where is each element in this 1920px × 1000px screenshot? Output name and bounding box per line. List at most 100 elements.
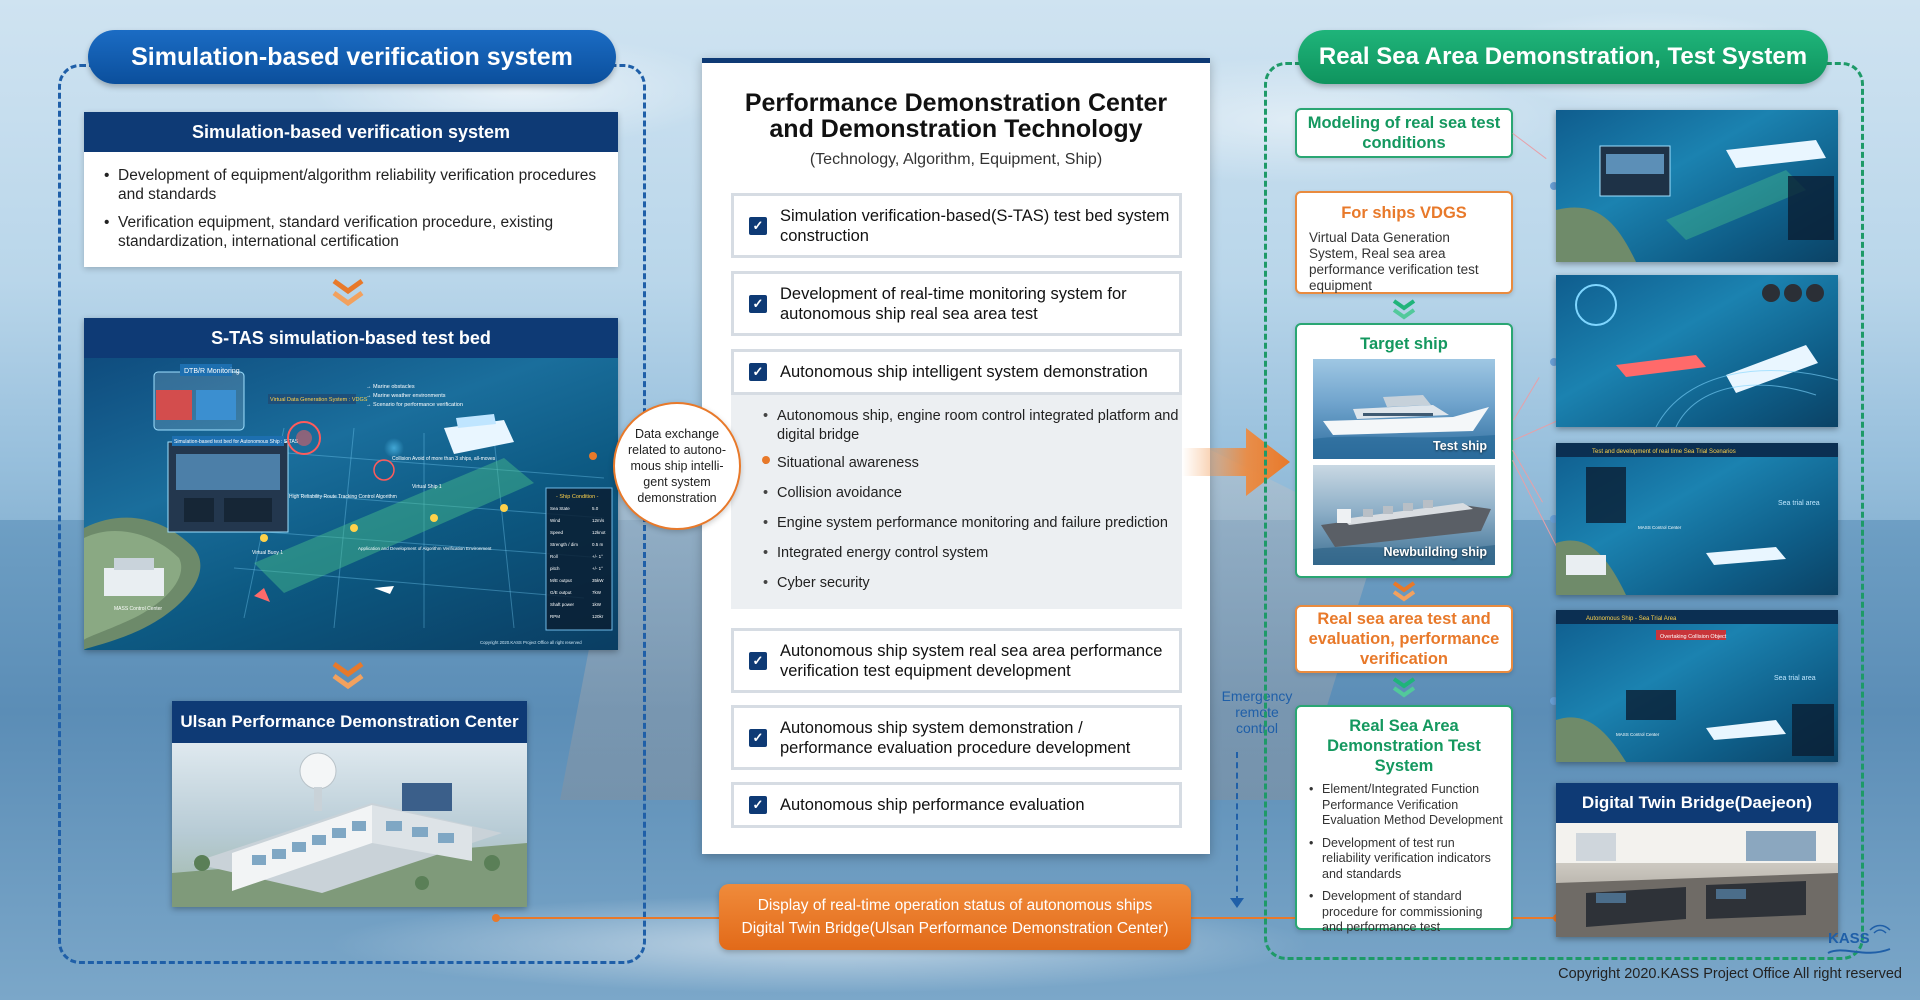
ship-condition-value: 0.5 m: [592, 542, 604, 547]
connector-dot: [1550, 515, 1558, 523]
thumbnail-illustration: Autonomous Ship - Sea Trial Area Overtak…: [1556, 610, 1838, 762]
realsea-evaluation-box: Real sea area test and evaluation, perfo…: [1295, 605, 1513, 673]
route-label: High Reliability Route Tracking Control …: [289, 494, 397, 500]
checklist-item: ✓ Autonomous ship system real sea area p…: [731, 628, 1182, 693]
ship-condition-key: G/E output: [550, 590, 572, 595]
newbuilding-ship-image: Newbuilding ship: [1313, 465, 1495, 565]
emergency-dashed-line: [1236, 752, 1238, 902]
checkbox-icon: ✓: [749, 651, 767, 670]
list-item: Development of test run reliability veri…: [1309, 836, 1503, 883]
digital-twin-daejeon-card: Digital Twin Bridge(Daejeon): [1556, 783, 1838, 937]
sea-test-thumbnail-3: Test and development of real time Sea Tr…: [1556, 443, 1838, 595]
ship-condition-key: Shaft power: [550, 602, 575, 607]
emergency-line3: control: [1235, 720, 1279, 736]
test-ship-image: Test ship: [1313, 359, 1495, 459]
emergency-remote-control-label: Emergency remote control: [1212, 688, 1302, 736]
ship-condition-key: Wind: [550, 518, 561, 523]
demo-heading-line2: Demonstration Test System: [1327, 737, 1481, 775]
arrow-down-icon: [1230, 898, 1244, 908]
digital-twin-daejeon-image: [1556, 823, 1838, 937]
thumbnail-4-area: Sea trial area: [1774, 675, 1816, 682]
chevron-down-icon: [1392, 677, 1416, 698]
thumbnail-3-title: Test and development of real time Sea Tr…: [1592, 449, 1736, 455]
chevron-down-icon: [332, 661, 364, 690]
ship-condition-value: 35kW: [592, 578, 604, 583]
connector-dot: [762, 456, 770, 464]
checklist-item-label: Development of real-time monitoring syst…: [780, 284, 1127, 323]
sea-test-thumbnail-1: [1556, 110, 1838, 262]
copyright-text: Copyright 2020.KASS Project Office All r…: [1558, 966, 1902, 982]
kass-logo-text: KASS: [1828, 930, 1870, 947]
chevron-down-icon: [1392, 581, 1416, 602]
checklist-item-label: Autonomous ship system demonstration / p…: [780, 718, 1131, 757]
connector-line: [496, 917, 719, 919]
checkbox-icon: ✓: [749, 216, 767, 235]
connector-dot: [492, 914, 500, 922]
ship-condition-value: 120kr: [592, 614, 604, 619]
checklist-item: ✓ Autonomous ship performance evaluation: [731, 782, 1182, 828]
simulation-verification-card: Simulation-based verification system Dev…: [84, 112, 618, 267]
virtual-buoy-label: Virtual Buoy 1: [252, 550, 283, 556]
checkbox-icon: ✓: [749, 294, 767, 313]
demo-test-system-box: Real Sea Area Demonstration Test System …: [1295, 705, 1513, 934]
ulsan-center-image: [172, 743, 527, 907]
connector-dot: [1550, 358, 1558, 366]
connector-dot: [1550, 697, 1558, 705]
dtbr-label: DTB/R Monitoring: [184, 368, 240, 375]
list-item: Collision avoidance: [763, 484, 1182, 503]
test-ship-illustration: [1313, 395, 1495, 459]
center-subtitle: (Technology, Algorithm, Equipment, Ship): [809, 151, 1103, 168]
ship-condition-value: 5.0: [592, 506, 599, 511]
checklist-item-label: Autonomous ship system real sea area per…: [780, 641, 1163, 680]
vdgs-box: For ships VDGS Virtual Data Generation S…: [1295, 191, 1513, 294]
center-title-line2: and Demonstration Technology: [769, 115, 1143, 143]
ship-condition-key: Strength / dim: [550, 542, 578, 547]
thumbnail-illustration: Test and development of real time Sea Tr…: [1556, 443, 1838, 595]
stas-testbed-image: DTB/R Monitoring Virtual Data Generation…: [84, 358, 618, 650]
bottom-bar-line1: Display of real-time operation status of…: [757, 897, 1153, 914]
left-section-title: Simulation-based verification system: [88, 30, 616, 84]
demo-test-system-heading: Real Sea Area Demonstration Test System: [1297, 716, 1511, 776]
thumbnail-4-mass: MASS Control Center: [1616, 732, 1660, 737]
checklist-item: ✓ Development of real-time monitoring sy…: [731, 271, 1182, 336]
stas-testbed-card: S-TAS simulation-based test bed: [84, 318, 618, 650]
list-item: Development of equipment/algorithm relia…: [104, 166, 600, 204]
emergency-line1: Emergency: [1221, 688, 1293, 704]
center-panel: Performance Demonstration Center and Dem…: [702, 58, 1210, 854]
checklist-item-label: Simulation verification-based(S-TAS) tes…: [780, 206, 1170, 245]
checkbox-icon: ✓: [749, 728, 767, 747]
ulsan-center-card: Ulsan Performance Demonstration Center: [172, 701, 527, 907]
list-item: Integrated energy control system: [763, 544, 1182, 563]
chevron-down-icon: [1392, 299, 1416, 320]
list-item: Autonomous ship, engine room control int…: [763, 407, 1182, 445]
emergency-line2: remote: [1235, 704, 1279, 720]
scenario-label: → Scenario for performance verification: [366, 402, 463, 408]
ship-condition-key: M/E output: [550, 578, 573, 583]
newbuilding-ship-illustration: [1313, 500, 1495, 565]
vdgs-heading: For ships VDGS: [1341, 204, 1467, 222]
arrow-right-icon: [1182, 428, 1290, 496]
intelligent-system-sublist: Autonomous ship, engine room control int…: [731, 395, 1182, 609]
digital-twin-daejeon-heading: Digital Twin Bridge(Daejeon): [1556, 783, 1838, 823]
thumbnail-3-area: Sea trial area: [1778, 500, 1820, 507]
list-item: Development of standard procedure for co…: [1309, 889, 1503, 936]
ulsan-center-heading: Ulsan Performance Demonstration Center: [172, 701, 527, 743]
ship-condition-key: Roll: [550, 554, 558, 559]
virtual-ship-label: Virtual Ship 1: [412, 484, 442, 490]
thumbnail-illustration: [1556, 140, 1834, 262]
vdgs-description: Virtual Data Generation System, Real sea…: [1309, 230, 1479, 293]
checklist-item-label: Autonomous ship performance evaluation: [780, 796, 1085, 814]
stas-copyright: Copyright 2020.KASS Project Office all r…: [480, 640, 582, 645]
simulation-verification-heading: Simulation-based verification system: [84, 112, 618, 152]
application-label: Application and Development of Algorithm…: [358, 546, 492, 551]
target-ship-box: Target ship Test ship Newbuilding ship: [1295, 323, 1513, 578]
data-exchange-circle: Data exchange related to autono-mous shi…: [613, 402, 741, 530]
demo-test-system-list: Element/Integrated Function Performance …: [1297, 776, 1511, 936]
list-item: Situational awareness: [763, 454, 1182, 473]
sea-test-thumbnail-4: Autonomous Ship - Sea Trial Area Overtak…: [1556, 610, 1838, 762]
test-ship-label: Test ship: [1433, 439, 1487, 453]
realsea-evaluation-heading: Real sea area test and evaluation, perfo…: [1308, 610, 1500, 668]
thumbnail-4-avoid: Overtaking Collision Object: [1660, 634, 1727, 640]
ship-condition-value: 12knot: [592, 530, 606, 535]
checkbox-icon: ✓: [749, 363, 767, 381]
